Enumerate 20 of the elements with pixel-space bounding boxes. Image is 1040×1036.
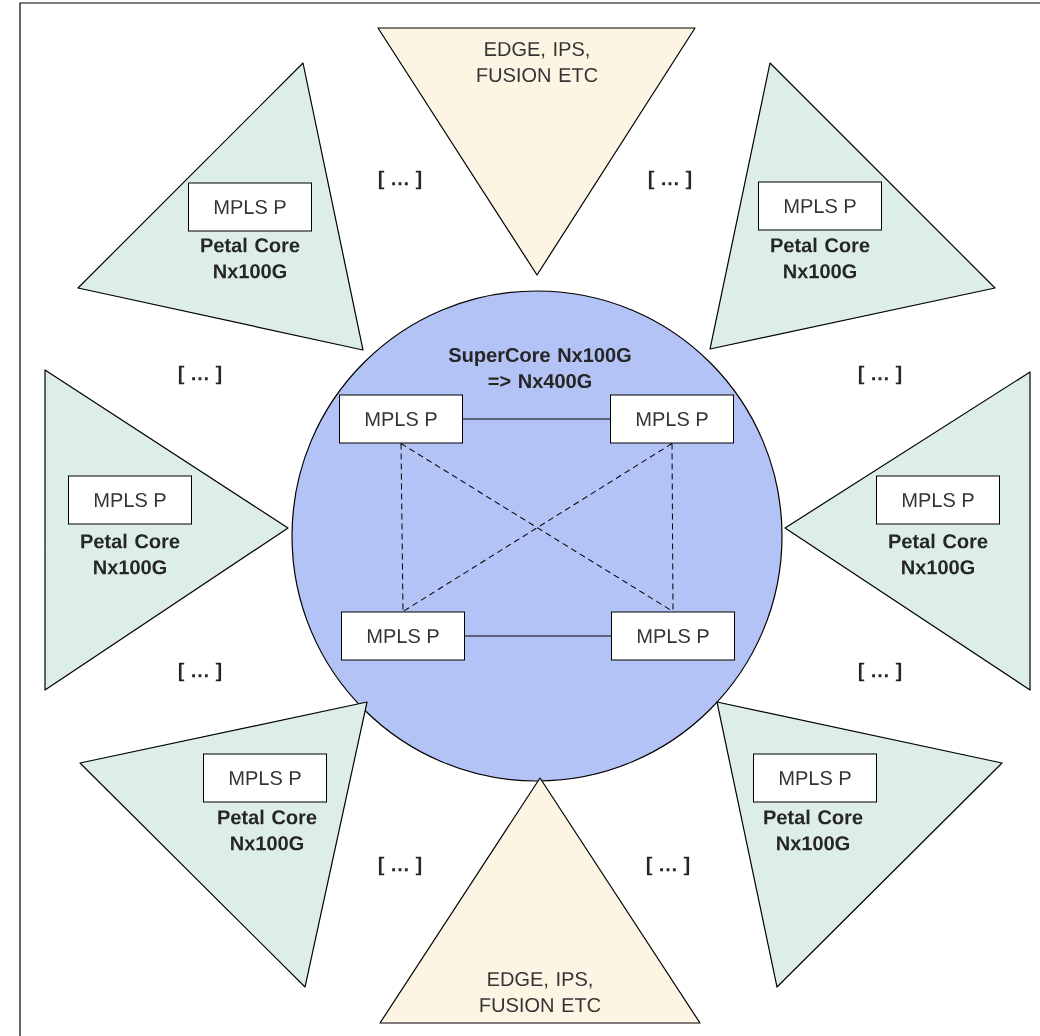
ellipsis-label: [ … ] bbox=[178, 662, 222, 682]
router-box: MPLS P bbox=[753, 753, 877, 803]
router-box: MPLS P bbox=[611, 611, 735, 661]
router-box: MPLS P bbox=[341, 611, 465, 661]
router-box: MPLS P bbox=[876, 475, 1000, 525]
ellipsis-label: [ … ] bbox=[858, 662, 902, 682]
connector-line bbox=[464, 635, 612, 637]
router-box: MPLS P bbox=[203, 753, 327, 803]
ellipsis-label: [ … ] bbox=[648, 170, 692, 190]
ellipsis-label: [ … ] bbox=[378, 856, 422, 876]
connector-line bbox=[462, 418, 611, 420]
dashed-line bbox=[671, 443, 674, 612]
router-box: MPLS P bbox=[68, 475, 192, 525]
router-box: MPLS P bbox=[188, 182, 312, 232]
ellipsis-label: [ … ] bbox=[378, 170, 422, 190]
router-box: MPLS P bbox=[339, 394, 463, 444]
ellipsis-label: [ … ] bbox=[646, 856, 690, 876]
dashed-line bbox=[400, 443, 404, 612]
router-box: MPLS P bbox=[758, 181, 882, 231]
router-box: MPLS P bbox=[610, 394, 734, 444]
